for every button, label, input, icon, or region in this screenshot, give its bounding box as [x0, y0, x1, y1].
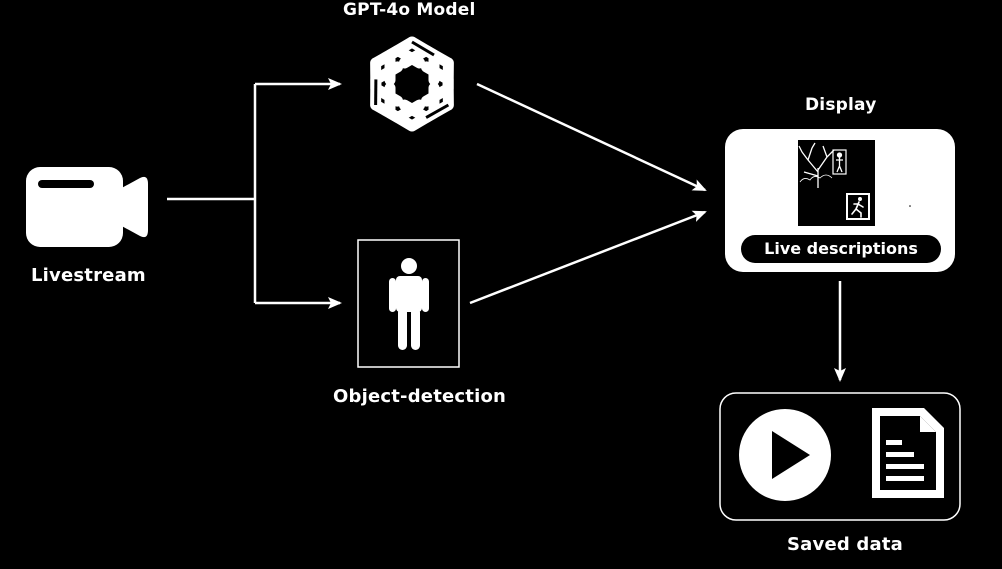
node-label-gpt-model: GPT-4o Model	[343, 0, 476, 20]
node-label-saved-data: Saved data	[787, 534, 903, 555]
edge-objdet-to-display	[469, 210, 707, 305]
document-icon	[872, 408, 944, 498]
play-button-icon	[739, 409, 831, 501]
saved-data-panel	[719, 392, 961, 521]
node-label-object-detection: Object-detection	[333, 386, 507, 407]
edge-gpt-to-display	[476, 82, 707, 192]
openai-logo-icon	[370, 36, 454, 132]
tree-person-thumbnail-icon	[798, 142, 847, 188]
edges	[167, 78, 846, 382]
node-label-livestream: Livestream	[31, 265, 146, 286]
live-descriptions-pill: Live descriptions	[741, 235, 941, 263]
object-detection-box	[357, 239, 460, 368]
video-camera-icon	[26, 167, 148, 247]
node-label-display: Display	[805, 95, 877, 115]
person-figure-icon	[389, 258, 429, 350]
running-person-icon	[846, 193, 870, 220]
